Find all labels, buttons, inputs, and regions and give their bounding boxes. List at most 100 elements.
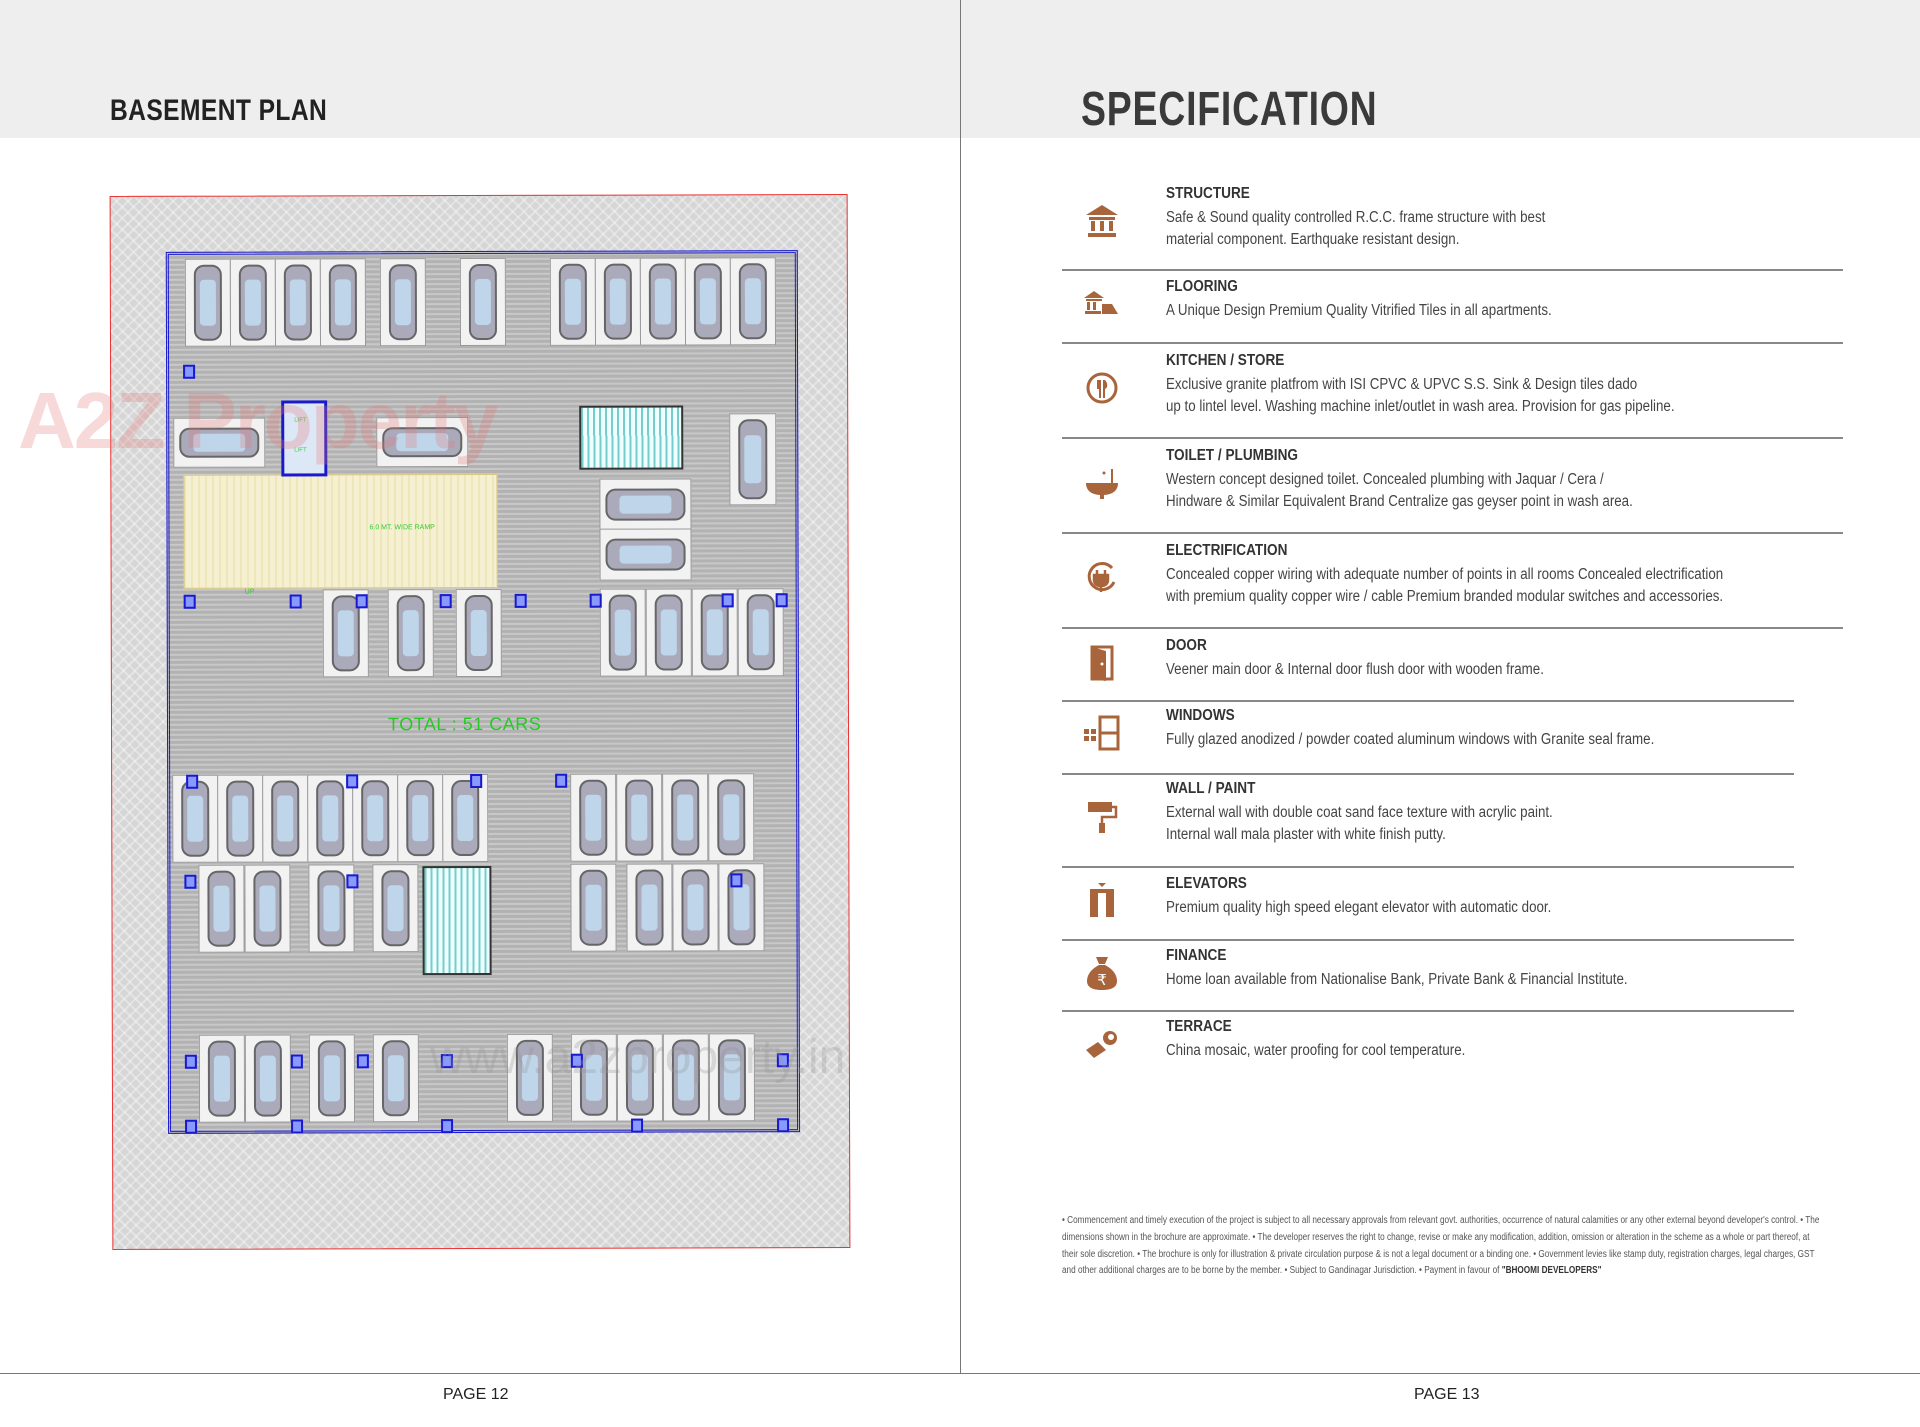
- spec-description: Concealed copper wiring with adequate nu…: [1166, 564, 1723, 608]
- flooring-icon: [1084, 291, 1118, 314]
- spec-description: Home loan available from Nationalise Ban…: [1166, 969, 1628, 991]
- spec-line: material component. Earthquake resistant…: [1166, 231, 1460, 248]
- parking-slot: [198, 1034, 246, 1123]
- spec-title: TOILET / PLUMBING: [1166, 447, 1298, 464]
- rupee-bag-icon: ₹: [1087, 957, 1117, 990]
- elevator-icon: [1090, 883, 1114, 917]
- disclaimer-text: • Commencement and timely execution of t…: [1062, 1215, 1820, 1277]
- car-icon: [625, 779, 654, 856]
- car-icon: [738, 263, 768, 340]
- parking-slot: [319, 258, 367, 347]
- column: [355, 594, 368, 609]
- car-icon: [605, 538, 686, 571]
- car-icon: [746, 594, 775, 671]
- spec-separator: [1062, 437, 1843, 439]
- basement-plan-drawing: 6.0 MT. WIDE RAMP UP LIFT LIFT TOTAL : 5…: [109, 194, 851, 1250]
- ramp-label: 6.0 MT. WIDE RAMP: [369, 524, 435, 532]
- car-icon: [381, 870, 410, 947]
- spec-separator: [1062, 1010, 1794, 1012]
- column: [289, 594, 302, 609]
- parking-slot: [229, 258, 277, 347]
- parking-slot: [274, 258, 322, 347]
- car-icon: [671, 779, 700, 856]
- plug-icon: [1087, 562, 1116, 592]
- parking-slot: [729, 413, 777, 506]
- spec-description: Fully glazed anodized / powder coated al…: [1166, 729, 1654, 751]
- spec-description: Western concept designed toilet. Conceal…: [1166, 469, 1633, 513]
- car-icon: [207, 870, 236, 947]
- door-icon: [1090, 645, 1114, 681]
- parking-slot: [387, 589, 434, 678]
- parking-slot: [372, 1034, 420, 1123]
- parking-slot: [352, 774, 399, 863]
- car-icon: [361, 780, 390, 857]
- spec-title: FINANCE: [1166, 947, 1227, 964]
- window-icon: [1084, 715, 1120, 751]
- column: [514, 593, 527, 608]
- paint-roller-icon: [1088, 802, 1118, 833]
- spec-title: FLOORING: [1166, 278, 1238, 295]
- page-divider: [960, 0, 961, 1373]
- watermark-url: www.a2zproperty.in: [430, 1031, 846, 1084]
- spec-line: Concealed copper wiring with adequate nu…: [1166, 566, 1724, 583]
- spec-separator: [1062, 700, 1794, 702]
- column: [777, 1118, 790, 1133]
- header-band-left: [0, 0, 960, 138]
- spec-title: WINDOWS: [1166, 707, 1235, 724]
- column: [470, 773, 483, 789]
- page-title-basement-plan: BASEMENT PLAN: [110, 94, 328, 127]
- parking-slot: [626, 863, 673, 952]
- spec-title: TERRACE: [1166, 1018, 1232, 1035]
- car-icon: [406, 780, 435, 857]
- spec-description: China mosaic, water proofing for cool te…: [1166, 1040, 1465, 1062]
- column: [184, 874, 197, 889]
- spec-separator: [1062, 342, 1843, 344]
- spec-line: China mosaic, water proofing for cool te…: [1166, 1042, 1466, 1059]
- parking-slot: [672, 863, 719, 952]
- car-icon: [226, 780, 255, 857]
- parking-slot: [708, 773, 755, 862]
- parking-slot: [262, 774, 309, 863]
- parking-slot: [645, 588, 692, 677]
- car-icon: [396, 595, 425, 672]
- spec-line: Premium quality high speed elegant eleva…: [1166, 899, 1552, 916]
- parking-slot: [570, 773, 617, 862]
- column: [441, 1119, 454, 1134]
- column: [631, 1118, 644, 1133]
- terrace-icon: [1086, 1031, 1117, 1058]
- spec-description: Safe & Sound quality controlled R.C.C. f…: [1166, 207, 1545, 251]
- spec-line: External wall with double coat sand face…: [1166, 804, 1553, 821]
- ramp: [183, 473, 498, 589]
- parking-slot: [244, 1034, 292, 1123]
- parking-slot: [379, 258, 427, 347]
- spec-separator: [1062, 269, 1843, 271]
- spec-description: Premium quality high speed elegant eleva…: [1166, 897, 1551, 919]
- car-icon: [181, 780, 210, 857]
- spec-description: Veener main door & Internal door flush d…: [1166, 659, 1544, 681]
- car-icon: [316, 780, 345, 857]
- spec-line: Internal wall mala plaster with white fi…: [1166, 826, 1446, 843]
- spec-line: Veener main door & Internal door flush d…: [1166, 661, 1544, 678]
- parking-slot: [639, 257, 687, 346]
- parking-slot: [599, 528, 692, 581]
- car-icon: [635, 869, 664, 946]
- car-icon: [605, 488, 686, 521]
- page-number-right: PAGE 13: [1414, 1386, 1480, 1403]
- spec-title: WALL / PAINT: [1166, 780, 1256, 797]
- parking-slot: [397, 774, 444, 863]
- spec-title: KITCHEN / STORE: [1166, 352, 1285, 369]
- spec-description: Exclusive granite platfrom with ISI CPVC…: [1166, 374, 1675, 418]
- column: [184, 1054, 197, 1069]
- spec-title: ELECTRIFICATION: [1166, 542, 1288, 559]
- spec-description: A Unique Design Premium Quality Vitrifie…: [1166, 300, 1552, 322]
- spec-line: Home loan available from Nationalise Ban…: [1166, 971, 1628, 988]
- spec-title: STRUCTURE: [1166, 185, 1250, 202]
- page-number-left: PAGE 12: [443, 1386, 509, 1403]
- car-icon: [654, 594, 683, 671]
- column: [775, 593, 788, 608]
- column: [589, 593, 602, 608]
- staircase: [579, 405, 684, 470]
- car-icon: [603, 263, 633, 340]
- up-label: UP: [244, 588, 255, 596]
- parking-slot: [599, 478, 692, 531]
